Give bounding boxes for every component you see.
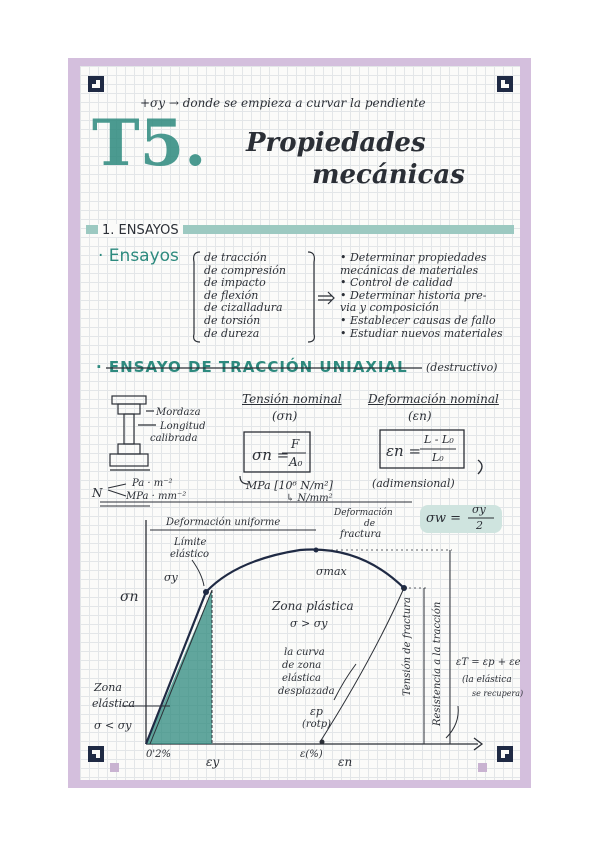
curva-note-2: de zona <box>282 660 322 671</box>
tension-formula-box <box>243 431 311 473</box>
corner-mark-icon <box>497 746 513 762</box>
chapter-number: T5. <box>92 106 207 181</box>
ensayo-purpose-item: • Estudiar nuevos materiales <box>340 326 503 340</box>
curva-arrow <box>333 663 357 701</box>
implies-arrow-icon <box>318 291 335 305</box>
zona-plastica-cond: σ > σy <box>290 617 328 630</box>
units-pa: Pa · m⁻² <box>132 478 173 489</box>
curva-note-4: desplazada <box>278 686 335 697</box>
yield-point-icon <box>203 589 209 595</box>
deform-curl-arrow <box>477 459 483 475</box>
label-longitud: Longitud <box>160 421 206 432</box>
ensayo-purpose-item: mecánicas de materiales <box>340 263 479 277</box>
section-banner <box>86 225 514 234</box>
sigma-w-num: σy <box>472 503 486 516</box>
ensayo-purpose-item: via y composición <box>340 301 439 315</box>
label-mordaza: Mordaza <box>156 407 201 418</box>
tension-label: Tensión nominal <box>242 392 342 406</box>
sigma-w-highlight <box>420 505 502 533</box>
x-tick-ep: ε(%) <box>300 749 323 760</box>
ensayo-type-item: de torsión <box>204 314 261 327</box>
lilac-square-icon <box>478 763 487 772</box>
curva-note-1: la curva <box>284 647 325 658</box>
offset-line <box>149 589 213 745</box>
deform-formula-num: L - L₀ <box>424 433 454 446</box>
ensayo-purpose-item: • Establecer causas de fallo <box>340 314 496 327</box>
traccion-heading-note: (destructivo) <box>426 361 498 374</box>
deform-formula-box <box>379 429 465 469</box>
elastic-note-1: (la elástica <box>462 675 512 685</box>
limite-elastico-1: Límite <box>174 537 207 548</box>
ep-label-1: εp <box>310 705 323 718</box>
traccion-heading: · ENSAYO DE TRACCIÓN UNIAXIAL <box>96 358 408 376</box>
deform-formula-lhs: εn = <box>386 442 422 460</box>
x-axis-arrow-icon <box>473 737 484 751</box>
ensayos-heading: · Ensayos <box>98 246 179 266</box>
corner-mark-icon <box>88 76 104 92</box>
ensayo-purpose-item: • Control de calidad <box>340 276 453 290</box>
x-tick-ey: εy <box>206 755 220 769</box>
x-axis-label: εn <box>338 755 353 769</box>
unloading-line <box>319 587 405 743</box>
title-line-2: mecánicas <box>312 160 465 190</box>
sigma-y-label: σy <box>164 571 178 584</box>
tension-units: MPa [10⁶ N/m²] <box>246 479 333 492</box>
stress-strain-curve <box>144 548 405 745</box>
total-arrow <box>445 705 459 739</box>
specimen-icon <box>109 395 156 471</box>
x-tick-02: 0'2% <box>146 749 171 760</box>
deform-units: (adimensional) <box>372 477 455 490</box>
ensayo-type-item: de tracción <box>204 251 267 264</box>
curva-note-3: elástica <box>282 673 321 684</box>
left-bracket <box>193 251 201 343</box>
corner-mark-icon <box>497 76 513 92</box>
corner-mark-icon <box>88 746 104 762</box>
deform-formula-den: L₀ <box>432 451 444 464</box>
elastic-note-2: se recupera) <box>472 689 524 698</box>
right-bracket <box>307 251 315 343</box>
deform-fractura-3: fractura <box>340 529 382 540</box>
tension-curl-arrow <box>239 475 249 485</box>
sigma-w-lhs: σw = <box>426 511 462 526</box>
deform-fractura-2: de <box>364 519 376 529</box>
units-arrows <box>107 483 127 497</box>
zona-plastica-label: Zona plástica <box>272 599 354 613</box>
label-calibrada: calibrada <box>150 433 198 444</box>
ensayo-type-item: de impacto <box>204 276 266 290</box>
sigma-w-den: 2 <box>476 519 483 532</box>
title-line-1: Propiedades <box>246 128 426 158</box>
deform-symbol: (εn) <box>408 409 432 423</box>
total-formula: εT = εp + εe <box>456 657 521 668</box>
tension-symbol: (σn) <box>272 409 298 423</box>
tension-formula-lhs: σn = <box>252 446 290 464</box>
y-axis-label: σn <box>120 589 139 605</box>
ensayo-type-item: de flexión <box>204 288 259 302</box>
section-title: 1. ENSAYOS <box>98 224 183 237</box>
sigma-max-label: σmax <box>316 565 347 578</box>
deform-uniforme-label: Deformación uniforme <box>166 517 281 528</box>
tension-formula-den: A₀ <box>289 455 303 469</box>
zona-elastica-2: elástica <box>92 697 135 710</box>
limite-arrow <box>191 559 205 587</box>
units-mpa: MPa · mm⁻² <box>126 491 187 502</box>
deform-label: Deformación nominal <box>368 392 499 406</box>
ensayo-type-item: de compresión <box>204 263 286 277</box>
zona-elastica-1: Zona <box>94 681 122 694</box>
ep-label-2: (rotp) <box>302 719 332 730</box>
top-remark: +σy → donde se empieza a curvar la pendi… <box>140 96 426 110</box>
deform-fractura-1: Deformación <box>334 508 393 518</box>
tension-formula-num: F <box>291 437 300 451</box>
units-n: N <box>92 486 103 500</box>
ensayo-type-item: de cizalladura <box>204 301 283 315</box>
zona-elastica-cond: σ < σy <box>94 719 132 732</box>
ensayo-type-item: de dureza <box>204 326 260 340</box>
limite-elastico-2: elástico <box>170 549 210 560</box>
ep-point-icon <box>319 739 325 745</box>
tension-units-2: ↳ N/mm² <box>286 493 333 504</box>
lilac-square-icon <box>110 763 119 772</box>
ensayo-purpose-item: • Determinar propiedades <box>340 251 487 264</box>
ensayo-purpose-item: • Determinar historia pre- <box>340 288 487 302</box>
grid-paper <box>80 66 520 780</box>
